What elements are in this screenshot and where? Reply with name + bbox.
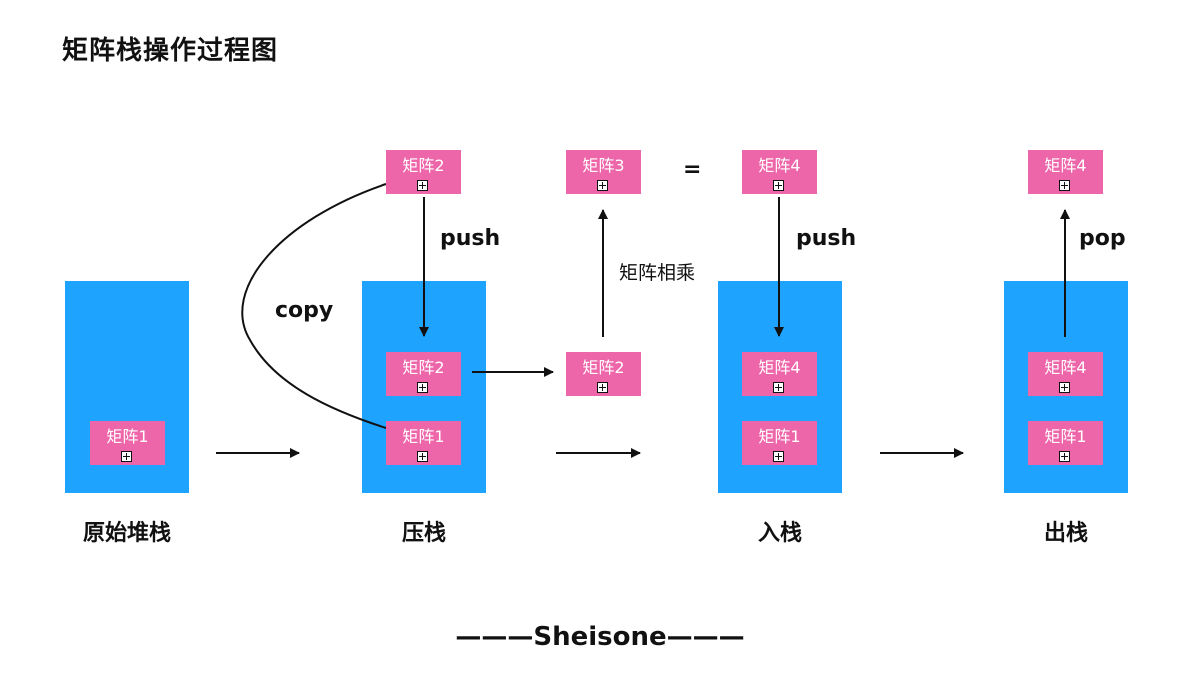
matrix-label: 矩阵4 [1044, 156, 1087, 175]
matrix-1-stack-press: 矩阵1 [386, 421, 461, 465]
matrix-4-popped: 矩阵4 [1028, 150, 1103, 194]
matrix-4-top: 矩阵4 [742, 150, 817, 194]
matrix-1-stack-exit: 矩阵1 [1028, 421, 1103, 465]
copy-curve [241, 183, 387, 429]
expand-icon [121, 451, 132, 462]
matrix-2-copy: 矩阵2 [386, 150, 461, 194]
diagram-title: 矩阵栈操作过程图 [62, 36, 279, 66]
caption-press: 压栈 [401, 521, 447, 546]
expand-icon [1059, 382, 1070, 393]
expand-icon [417, 382, 428, 393]
matrix-4-stack: 矩阵4 [742, 352, 817, 396]
matrix-label: 矩阵1 [1044, 427, 1087, 446]
caption-enter: 入栈 [757, 521, 803, 546]
matrix-label: 矩阵2 [582, 358, 625, 377]
matrix-label: 矩阵1 [402, 427, 445, 446]
expand-icon [773, 180, 784, 191]
expand-icon [773, 451, 784, 462]
matrix-label: 矩阵2 [402, 358, 445, 377]
matrix-label: 矩阵3 [582, 156, 625, 175]
matrix-label: 矩阵1 [758, 427, 801, 446]
matrix-label: 矩阵1 [106, 427, 149, 446]
matrix-label: 矩阵2 [402, 156, 445, 175]
equals-sign: = [683, 157, 702, 182]
matrix-2-stack: 矩阵2 [386, 352, 461, 396]
push-label-2: push [796, 226, 857, 251]
expand-icon [1059, 451, 1070, 462]
caption-exit: 出栈 [1043, 521, 1089, 546]
expand-icon [417, 180, 428, 191]
caption-original-stack: 原始堆栈 [82, 521, 172, 546]
matrix-1-original: 矩阵1 [90, 421, 165, 465]
footer-signature: ———Sheisone——— [455, 622, 745, 652]
push-label-1: push [440, 226, 501, 251]
expand-icon [597, 382, 608, 393]
expand-icon [597, 180, 608, 191]
matrix-label: 矩阵4 [1044, 358, 1087, 377]
expand-icon [417, 451, 428, 462]
expand-icon [1059, 180, 1070, 191]
matrix-label: 矩阵4 [758, 358, 801, 377]
multiply-label: 矩阵相乘 [619, 262, 696, 284]
copy-label: copy [275, 298, 334, 323]
matrix-label: 矩阵4 [758, 156, 801, 175]
expand-icon [773, 382, 784, 393]
matrix-1-stack-enter: 矩阵1 [742, 421, 817, 465]
pop-label: pop [1079, 226, 1126, 251]
matrix-4-stack-exit: 矩阵4 [1028, 352, 1103, 396]
matrix-3: 矩阵3 [566, 150, 641, 194]
matrix-2-multiply: 矩阵2 [566, 352, 641, 396]
